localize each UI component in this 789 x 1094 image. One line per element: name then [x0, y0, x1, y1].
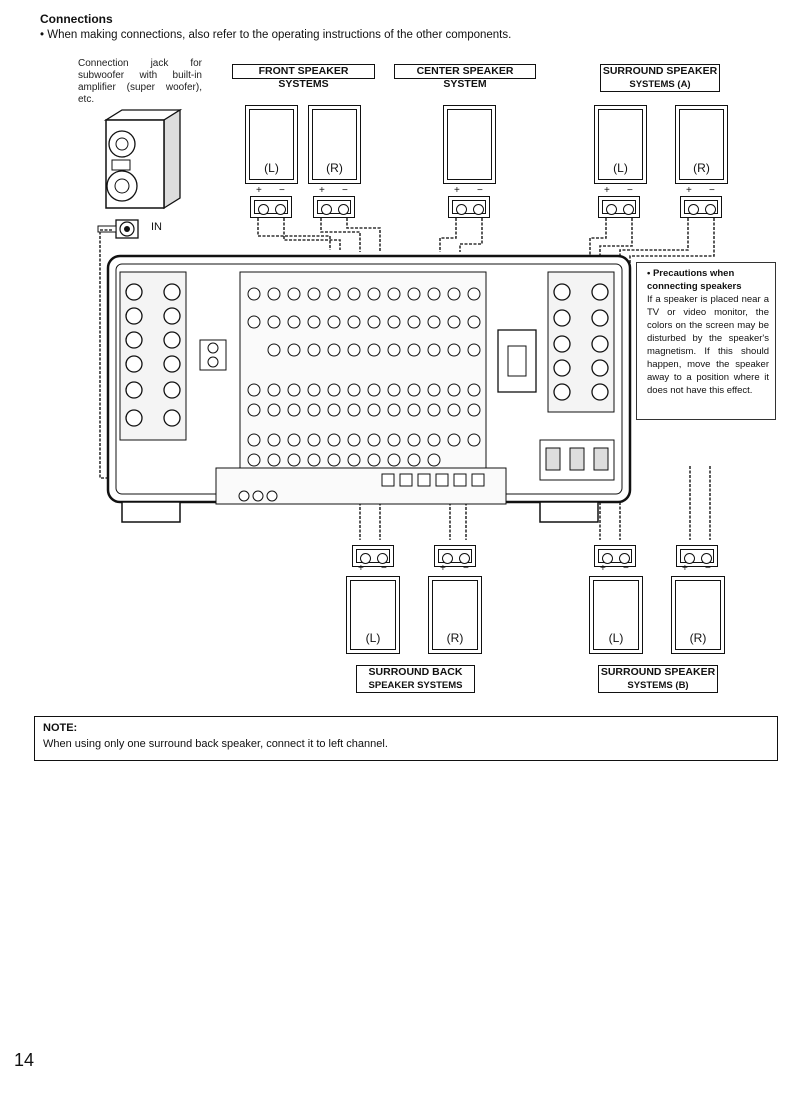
surround-b-right-speaker: (R) [671, 576, 725, 654]
front-right-speaker: (R) [308, 105, 361, 184]
surround-back-left-terminal [352, 545, 394, 567]
surround-b-right-terminal [676, 545, 718, 567]
surround-a-label-line2: SYSTEMS (A) [629, 79, 691, 90]
surround-back-right-speaker: (R) [428, 576, 482, 654]
plus-mark: + [600, 563, 606, 574]
plus-mark: + [686, 185, 692, 196]
surround-b-left-terminal [594, 545, 636, 567]
center-terminal [448, 196, 490, 218]
plus-mark: + [358, 563, 364, 574]
page-number: 14 [14, 1050, 35, 1070]
surround-back-label-line2: SPEAKER SYSTEMS [368, 680, 463, 691]
center-speaker-label: CENTER SPEAKER SYSTEM [394, 64, 536, 90]
precaution-box: • Precautions when connecting speakers I… [636, 262, 776, 420]
note-box: NOTE: When using only one surround back … [34, 716, 778, 761]
front-left-terminal [250, 196, 292, 218]
surround-back-label: SURROUND BACK SPEAKER SYSTEMS [356, 665, 475, 693]
precaution-title: • Precautions when connecting speakers [647, 268, 742, 292]
center-speaker [443, 105, 496, 184]
surround-b-label-line2: SYSTEMS (B) [627, 680, 689, 691]
plus-mark: + [604, 185, 610, 196]
subwoofer-caption: Connection jack for subwoofer with built… [78, 58, 202, 105]
subwoofer-icon [103, 108, 183, 210]
minus-mark: − [463, 563, 469, 574]
surround-a-right-terminal [680, 196, 722, 218]
front-right-terminal [313, 196, 355, 218]
surround-a-right-speaker: (R) [675, 105, 728, 184]
minus-mark: − [342, 185, 348, 196]
minus-mark: − [381, 563, 387, 574]
intro-text: • When making connections, also refer to… [40, 29, 512, 41]
plus-mark: + [319, 185, 325, 196]
surround-back-left-speaker: (L) [346, 576, 400, 654]
surround-back-right-terminal [434, 545, 476, 567]
minus-mark: − [623, 563, 629, 574]
subwoofer-in-label: IN [151, 221, 162, 233]
front-left-speaker: (L) [245, 105, 298, 184]
surround-b-right-mark: (R) [689, 631, 707, 645]
surround-a-label-line1: SURROUND SPEAKER [602, 65, 718, 77]
note-title: NOTE: [43, 722, 78, 734]
note-text: When using only one surround back speake… [43, 738, 388, 750]
plus-mark: + [454, 185, 460, 196]
minus-mark: − [705, 563, 711, 574]
plus-mark: + [256, 185, 262, 196]
plus-mark: + [682, 563, 688, 574]
front-speaker-label: FRONT SPEAKER SYSTEMS [232, 64, 375, 90]
surround-back-left-mark: (L) [365, 631, 381, 645]
surround-b-label: SURROUND SPEAKER SYSTEMS (B) [598, 665, 718, 693]
surround-a-left-terminal [598, 196, 640, 218]
surround-a-left-speaker: (L) [594, 105, 647, 184]
receiver-rear-panel-diagram [99, 218, 715, 540]
precaution-body: If a speaker is placed near a TV or vide… [647, 294, 769, 396]
front-left-mark: (L) [264, 161, 279, 175]
surround-a-label: SURROUND SPEAKER SYSTEMS (A) [600, 64, 720, 92]
surround-b-label-line1: SURROUND SPEAKER [600, 666, 716, 678]
surround-b-left-speaker: (L) [589, 576, 643, 654]
front-right-mark: (R) [326, 161, 343, 175]
surround-a-left-mark: (L) [613, 161, 628, 175]
surround-a-right-mark: (R) [693, 161, 710, 175]
subwoofer-in-jack-icon [97, 219, 139, 239]
surround-back-label-line1: SURROUND BACK [368, 666, 463, 678]
minus-mark: − [279, 185, 285, 196]
plus-mark: + [440, 563, 446, 574]
minus-mark: − [627, 185, 633, 196]
minus-mark: − [477, 185, 483, 196]
minus-mark: − [709, 185, 715, 196]
surround-b-left-mark: (L) [608, 631, 624, 645]
section-heading: Connections [40, 12, 113, 26]
surround-back-right-mark: (R) [446, 631, 464, 645]
